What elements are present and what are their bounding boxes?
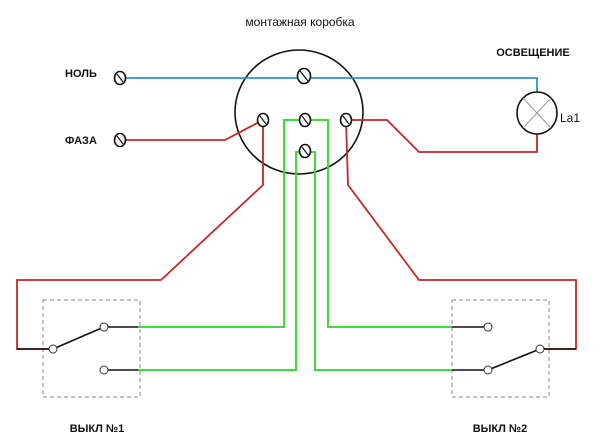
switch2-feed-wire: [345, 119, 577, 350]
terminal-box-left: [256, 112, 270, 128]
switch1-label: ВЫКЛ №1: [70, 423, 125, 435]
terminal-phase: [113, 132, 127, 148]
terminal-box-right: [339, 112, 353, 128]
switch2-pivot: [535, 344, 545, 354]
lighting-label: ОСВЕЩЕНИЕ: [496, 47, 570, 59]
lamp-label: La1: [560, 111, 580, 125]
switch1-lever: [52, 326, 105, 350]
lamp-phase-wire: [346, 119, 538, 153]
terminal-box-center: [298, 112, 312, 128]
switch1-contact-upper: [99, 322, 109, 332]
neutral-label: НОЛЬ: [65, 68, 97, 80]
junction-box: [234, 49, 364, 175]
neutral-wire: [120, 77, 538, 93]
switch1-feed-wire: [16, 120, 264, 350]
switch2-contact-lower: [483, 365, 493, 375]
switch1-box: [42, 299, 141, 398]
terminal-neutral: [113, 70, 127, 86]
switch2-contact-upper: [483, 322, 493, 332]
junction-box-label: монтажная коробка: [245, 15, 355, 29]
switch1-pivot: [48, 344, 58, 354]
switch2-label: ВЫКЛ №2: [473, 423, 528, 435]
switch1-contact-lower: [99, 365, 109, 375]
phase-wire: [120, 119, 264, 141]
terminal-box-neutral: [296, 67, 312, 85]
switch2-lever: [487, 348, 541, 371]
phase-label: ФАЗА: [65, 135, 97, 147]
switch2-box: [451, 299, 550, 398]
terminal-box-lower: [298, 143, 312, 159]
lamp-icon: [516, 91, 558, 135]
